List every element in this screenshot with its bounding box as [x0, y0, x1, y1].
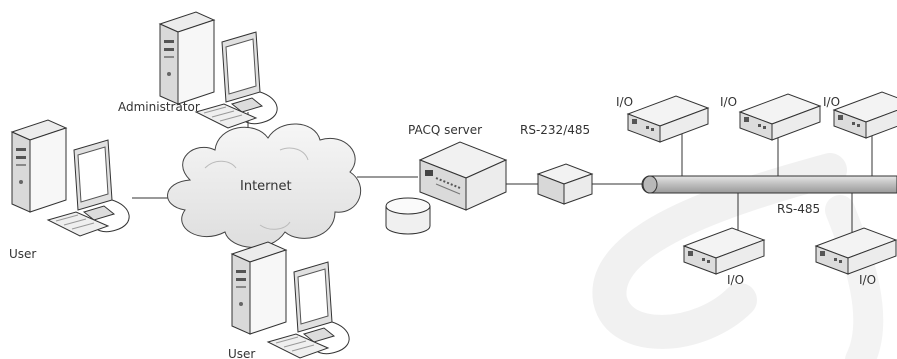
- io-label-5: I/O: [859, 273, 876, 287]
- io-device-2: [739, 93, 821, 141]
- converter-label: RS-232/485: [520, 123, 590, 137]
- user-left-computer: [11, 119, 130, 237]
- io-device-3: [833, 91, 897, 139]
- user-bottom-label: User: [228, 347, 255, 359]
- io-label-3: I/O: [823, 95, 840, 109]
- io-device-5: [815, 227, 897, 275]
- bus-label: RS-485: [777, 202, 820, 216]
- user-left-label: User: [9, 247, 36, 261]
- rs485-bus: [641, 175, 897, 194]
- rs232-485-converter: [536, 163, 594, 205]
- database-icon: [385, 197, 431, 235]
- internet-cloud: [167, 123, 362, 248]
- io-device-4: [683, 227, 765, 275]
- internet-label: Internet: [240, 179, 292, 194]
- io-label-2: I/O: [720, 95, 737, 109]
- administrator-label: Administrator: [118, 100, 200, 114]
- io-label-4: I/O: [727, 273, 744, 287]
- pacq-server: [418, 141, 508, 211]
- io-device-1: [627, 95, 709, 143]
- user-bottom-computer: [231, 241, 350, 359]
- pacq-server-label: PACQ server: [408, 123, 482, 137]
- io-label-1: I/O: [616, 95, 633, 109]
- watermark: [592, 153, 884, 359]
